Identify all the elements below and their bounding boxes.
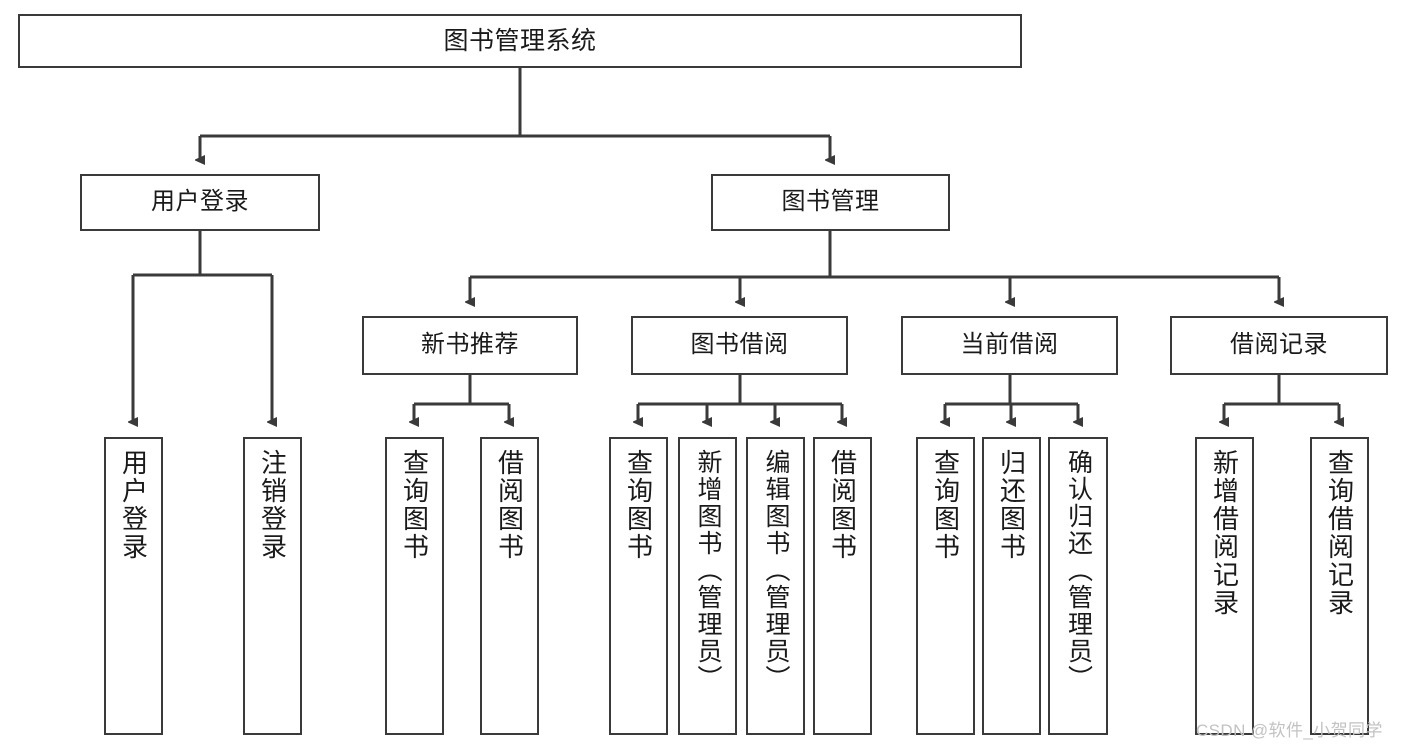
- leaf-borrow-record-query-record[interactable]: 查询借阅记录: [1310, 437, 1369, 735]
- node-label: 借阅图书: [827, 449, 858, 561]
- node-label: 新增借阅记录: [1209, 449, 1240, 617]
- node-label: 归还图书: [996, 449, 1027, 561]
- leaf-book-borrow-edit-book-admin[interactable]: 编辑图书（管理员）: [746, 437, 805, 735]
- leaf-new-book-query-book[interactable]: 查询图书: [385, 437, 444, 735]
- node-user-login[interactable]: 用户登录: [80, 174, 320, 231]
- node-book-borrow[interactable]: 图书借阅: [631, 316, 848, 375]
- node-current-borrow[interactable]: 当前借阅: [901, 316, 1118, 375]
- node-label: 新书推荐: [421, 331, 519, 359]
- node-borrow-record[interactable]: 借阅记录: [1170, 316, 1388, 375]
- node-label: 确认归还（管理员）: [1064, 449, 1093, 692]
- node-book-management[interactable]: 图书管理: [711, 174, 950, 231]
- leaf-user-login-logout[interactable]: 注销登录: [243, 437, 302, 735]
- node-label: 查询图书: [399, 449, 430, 561]
- node-label: 当前借阅: [960, 331, 1059, 359]
- node-label: 查询图书: [623, 449, 654, 561]
- leaf-current-borrow-confirm-return-admin[interactable]: 确认归还（管理员）: [1048, 437, 1108, 735]
- node-label: 查询借阅记录: [1324, 449, 1355, 617]
- leaf-book-borrow-query-book[interactable]: 查询图书: [609, 437, 668, 735]
- node-new-book-recommend[interactable]: 新书推荐: [362, 316, 578, 375]
- watermark-csdn: CSDN @软件_小贺同学: [1196, 721, 1383, 740]
- node-label: 编辑图书（管理员）: [762, 449, 790, 692]
- leaf-book-borrow-borrow-book[interactable]: 借阅图书: [813, 437, 872, 735]
- node-label: 图书管理系统: [443, 27, 597, 55]
- leaf-user-login-login[interactable]: 用户登录: [104, 437, 163, 735]
- leaf-borrow-record-add-record[interactable]: 新增借阅记录: [1195, 437, 1254, 735]
- node-label: 借阅记录: [1230, 331, 1328, 359]
- node-root-book-management-system[interactable]: 图书管理系统: [18, 14, 1022, 68]
- node-label: 新增图书（管理员）: [694, 449, 722, 692]
- node-label: 图书管理: [781, 188, 880, 216]
- leaf-current-borrow-return-book[interactable]: 归还图书: [982, 437, 1041, 735]
- node-label: 借阅图书: [494, 449, 525, 561]
- node-label: 注销登录: [257, 449, 288, 561]
- node-label: 用户登录: [118, 449, 149, 561]
- leaf-book-borrow-add-book-admin[interactable]: 新增图书（管理员）: [678, 437, 737, 735]
- leaf-new-book-borrow-book[interactable]: 借阅图书: [480, 437, 539, 735]
- node-label: 图书借阅: [690, 331, 789, 359]
- node-label: 用户登录: [151, 188, 249, 216]
- node-label: 查询图书: [930, 449, 961, 561]
- leaf-current-borrow-query-book[interactable]: 查询图书: [916, 437, 975, 735]
